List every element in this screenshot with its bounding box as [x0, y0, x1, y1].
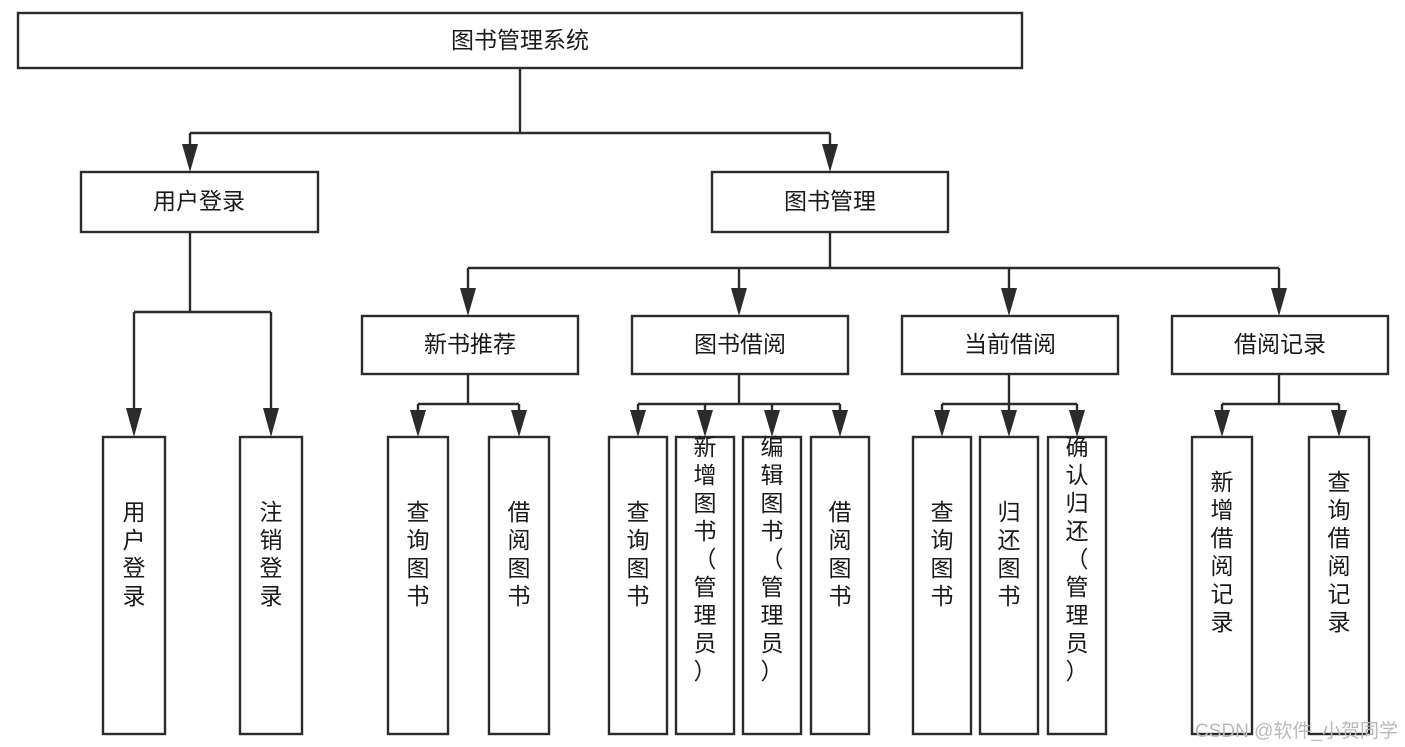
node-user-login-box[interactable]: [79, 170, 320, 234]
leaf-node-record-add-record[interactable]: 新增借阅记录: [1190, 435, 1254, 736]
leaf-node-borrow-add-book-box[interactable]: [674, 435, 736, 736]
leaf-node-recommend-query-book-label: 查询图书: [407, 499, 430, 609]
node-current-borrow-label: 当前借阅: [964, 331, 1056, 357]
node-user-login-label: 用户登录: [153, 188, 245, 214]
arrow-icon-current-leaf-2: [1001, 410, 1017, 437]
leaf-node-user-login-box[interactable]: [101, 435, 167, 736]
leaf-node-borrow-borrow-book-box[interactable]: [809, 435, 871, 736]
leaf-node-user-login-label: 用户登录: [123, 499, 146, 609]
arrow-icon-current-leaf-1: [934, 410, 950, 437]
arrow-icon-leaf-user-login: [126, 408, 142, 437]
leaf-node-borrow-borrow-book[interactable]: 借阅图书: [809, 435, 871, 736]
arrow-icon-book-manage: [822, 144, 838, 172]
leaf-node-recommend-query-book-box[interactable]: [386, 435, 450, 736]
node-current-borrow-box[interactable]: [900, 314, 1120, 376]
arrow-icon-user-login: [182, 144, 198, 172]
node-book-management-label: 图书管理: [784, 188, 876, 214]
leaf-node-borrow-edit-book-label: 编辑图书（管理员）: [761, 434, 784, 684]
node-book-management-box[interactable]: [710, 170, 950, 234]
arrow-icon-record-leaf-1: [1214, 410, 1230, 437]
leaf-node-current-query-book-box[interactable]: [911, 435, 973, 736]
leaf-node-current-query-book[interactable]: 查询图书: [911, 435, 973, 736]
arrow-icon-borrow-leaf-3: [764, 410, 780, 437]
leaf-node-borrow-query-book[interactable]: 查询图书: [607, 435, 669, 736]
leaf-node-recommend-query-book[interactable]: 查询图书: [386, 435, 450, 736]
leaf-node-recommend-borrow-book-label: 借阅图书: [508, 499, 531, 609]
node-book-management[interactable]: 图书管理: [710, 170, 950, 234]
arrow-icon-current-borrow: [1001, 288, 1017, 316]
node-root-book-management-system[interactable]: 图书管理系统: [16, 11, 1024, 70]
node-borrow-record-label: 借阅记录: [1234, 331, 1326, 357]
node-root-box[interactable]: [16, 11, 1024, 70]
node-root-label: 图书管理系统: [451, 27, 589, 53]
arrow-icon-leaf-logout: [263, 408, 279, 437]
leaf-node-current-return-book[interactable]: 归还图书: [978, 435, 1040, 736]
leaf-node-record-add-record-label: 新增借阅记录: [1211, 469, 1234, 635]
arrow-icon-record-leaf-2: [1331, 410, 1347, 437]
node-book-borrow-box[interactable]: [630, 314, 850, 376]
arrow-icon-borrow-leaf-4: [832, 410, 848, 437]
leaf-node-logout[interactable]: 注销登录: [238, 435, 304, 736]
leaf-node-borrow-edit-book-box[interactable]: [741, 435, 803, 736]
leaf-node-recommend-borrow-book-box[interactable]: [487, 435, 551, 736]
leaf-node-borrow-query-book-label: 查询图书: [627, 499, 650, 609]
leaf-node-record-query-record[interactable]: 查询借阅记录: [1307, 435, 1371, 736]
node-current-borrow[interactable]: 当前借阅: [900, 314, 1120, 376]
arrow-icon-recommend-leaf-1: [410, 410, 426, 437]
leaf-node-borrow-borrow-book-label: 借阅图书: [829, 499, 852, 609]
leaf-node-record-query-record-box[interactable]: [1307, 435, 1371, 736]
arrow-icon-new-book-recommend: [460, 288, 476, 316]
leaf-node-logout-box[interactable]: [238, 435, 304, 736]
node-new-book-recommend[interactable]: 新书推荐: [360, 314, 580, 376]
leaf-node-current-return-book-box[interactable]: [978, 435, 1040, 736]
leaf-node-borrow-query-book-box[interactable]: [607, 435, 669, 736]
leaf-node-record-query-record-label: 查询借阅记录: [1328, 469, 1351, 635]
leaf-node-current-confirm-return-box[interactable]: [1046, 435, 1108, 736]
node-book-borrow-label: 图书借阅: [694, 331, 786, 357]
leaf-node-current-confirm-return-label: 确认归还（管理员）: [1066, 434, 1089, 684]
leaf-node-borrow-add-book[interactable]: 新增图书（管理员）: [674, 434, 736, 736]
arrow-icon-borrow-record: [1271, 288, 1287, 316]
arrow-icon-borrow-leaf-1: [630, 410, 646, 437]
leaf-node-current-query-book-label: 查询图书: [931, 499, 954, 609]
csdn-watermark: CSDN @软件_小贺同学: [1195, 720, 1398, 742]
leaf-node-current-confirm-return[interactable]: 确认归还（管理员）: [1046, 434, 1108, 736]
node-book-borrow[interactable]: 图书借阅: [630, 314, 850, 376]
node-new-book-recommend-label: 新书推荐: [424, 331, 516, 357]
leaf-node-logout-label: 注销登录: [260, 499, 283, 609]
leaf-node-recommend-borrow-book[interactable]: 借阅图书: [487, 435, 551, 736]
leaf-node-borrow-edit-book[interactable]: 编辑图书（管理员）: [741, 434, 803, 736]
node-borrow-record[interactable]: 借阅记录: [1170, 314, 1390, 376]
arrow-icon-recommend-leaf-2: [511, 410, 527, 437]
node-borrow-record-box[interactable]: [1170, 314, 1390, 376]
arrow-icon-book-borrow: [731, 288, 747, 316]
node-new-book-recommend-box[interactable]: [360, 314, 580, 376]
leaf-node-borrow-add-book-label: 新增图书（管理员）: [694, 434, 717, 684]
arrow-icon-current-leaf-3: [1069, 410, 1085, 437]
leaf-node-user-login[interactable]: 用户登录: [101, 435, 167, 736]
leaf-node-record-add-record-box[interactable]: [1190, 435, 1254, 736]
connector-layer: [126, 68, 1347, 437]
node-user-login[interactable]: 用户登录: [79, 170, 320, 234]
leaf-node-current-return-book-label: 归还图书: [998, 499, 1021, 609]
arrow-icon-borrow-leaf-2: [697, 410, 713, 437]
